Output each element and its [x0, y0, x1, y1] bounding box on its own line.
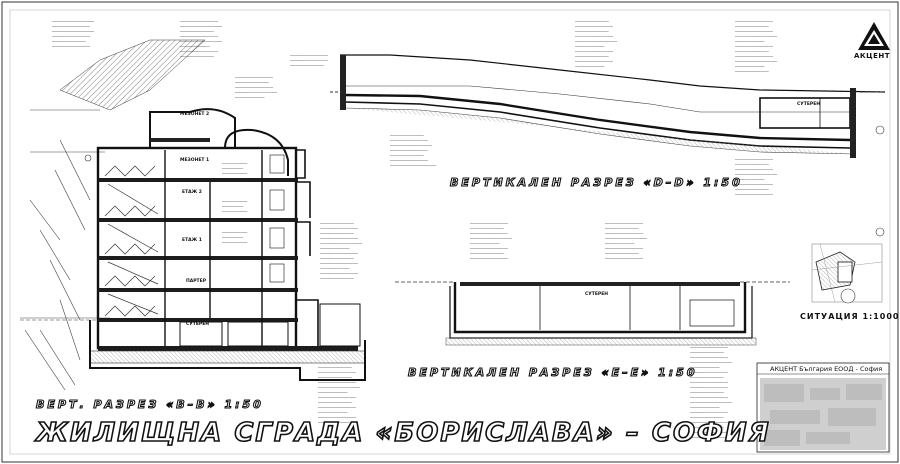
room-label-etaj1: ЕТАЖ 1	[182, 238, 202, 243]
logo-text: АКЦЕНТ	[854, 52, 891, 60]
logo-triangle-icon	[858, 22, 890, 50]
section-bb-drawing	[20, 39, 366, 391]
section-dd-drawing	[330, 54, 886, 158]
situation-plan	[811, 243, 883, 304]
room-label-suteren-ee: СУТЕРЕН	[585, 292, 609, 297]
spec-note-ee-right: ────────────────────────────────────────…	[605, 222, 648, 261]
room-label-suteren-bb: СУТЕРЕН	[186, 322, 210, 327]
foundation-hatch	[89, 350, 366, 364]
spec-note-bottom-right: ────────────────────────────────────────…	[690, 346, 733, 440]
ee-outer-wall	[453, 282, 747, 334]
situation-title: СИТУАЦИЯ 1:1000	[800, 312, 900, 321]
spec-note-top-right-2: ────────────────────────────────────────…	[735, 20, 778, 74]
spec-note-top-left: ────────────────────────────────────────…	[52, 20, 95, 49]
section-ee-title: ВЕРТИКАЛЕН РАЗРЕЗ «Е–Е» 1:50	[407, 365, 698, 379]
title-block-frame	[756, 362, 890, 453]
room-label-mezonet2: МЕЗОНЕТ 2	[180, 112, 210, 117]
spec-note-top-center: ────────────────────────────────────────…	[290, 54, 328, 68]
roof-dome	[149, 108, 236, 148]
spec-note-mid-left: ────────────────────────────────────────…	[235, 76, 278, 100]
section-marker-icon	[84, 125, 885, 237]
room-label-etaj2: ЕТАЖ 2	[182, 190, 202, 195]
page-title: ЖИЛИЩНА СГРАДА «БОРИСЛАВА» – СОФИЯ	[35, 417, 771, 449]
spec-note-center-right: ────────────────────────────────────────…	[735, 158, 778, 197]
roof-slope-hatch	[59, 39, 206, 111]
roof-arc	[224, 128, 289, 176]
spec-note-center: ────────────────────────────────────────…	[390, 134, 437, 168]
foundation-wall	[89, 320, 366, 381]
section-bb-title: ВЕРТ. РАЗРЕЗ «В–В» 1:50	[35, 397, 264, 411]
room-label-mezonet1: МЕЗОНЕТ 1	[180, 158, 210, 163]
ramp-top	[340, 54, 886, 93]
spec-note-ee-left: ────────────────────────────────────────…	[320, 222, 363, 281]
section-dd-title: ВЕРТИКАЛЕН РАЗРЕЗ «D–D» 1:50	[449, 175, 743, 189]
room-label-suteren-dd: СУТЕРЕН	[797, 102, 821, 107]
spec-note-top-right-1: ────────────────────────────────────────…	[575, 20, 618, 69]
company-name: АКЦЕНТ България ЕООД - София	[770, 365, 883, 373]
spec-note-left-floors: ────────────────────────────────────────…	[222, 162, 248, 245]
roof-slab	[150, 138, 210, 142]
spec-note-ee-mid: ────────────────────────────────────────…	[470, 222, 513, 261]
section-ee-drawing	[395, 281, 790, 346]
spec-note-top-mid: ────────────────────────────────────────…	[180, 20, 223, 59]
spec-note-bottom-center: ────────────────────────────────────────…	[318, 366, 361, 425]
room-label-parter: ПАРТЕР	[186, 279, 206, 284]
ramp-slab	[344, 93, 851, 142]
sheet-inner-frame	[9, 9, 891, 455]
